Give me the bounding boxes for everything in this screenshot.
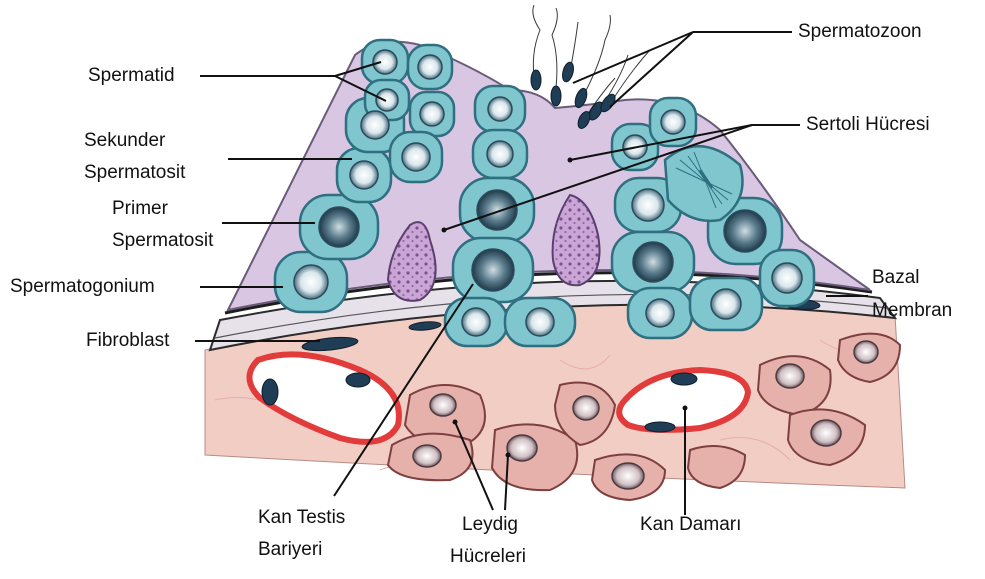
label-primer-line2: Spermatosit <box>112 229 213 252</box>
label-bazal-line2: Membran <box>872 299 952 322</box>
label-primer-line1: Primer <box>112 197 168 220</box>
label-spermatid: Spermatid <box>88 64 175 87</box>
label-fibroblast: Fibroblast <box>86 329 169 352</box>
label-spermatozoon: Spermatozoon <box>798 20 922 43</box>
label-kan-damari: Kan Damarı <box>640 513 741 536</box>
label-leydig-line2: Hücreleri <box>450 545 526 568</box>
label-sertoli: Sertoli Hücresi <box>806 113 930 136</box>
label-sekunder-line2: Spermatosit <box>84 161 185 184</box>
label-bazal-line1: Bazal <box>872 266 920 289</box>
label-spermatogonium: Spermatogonium <box>10 275 155 298</box>
label-kan-testis-line1: Kan Testis <box>258 506 345 529</box>
label-kan-testis-line2: Bariyeri <box>258 538 322 561</box>
label-sekunder-line1: Sekunder <box>84 129 165 152</box>
label-leydig-line1: Leydig <box>462 513 518 536</box>
